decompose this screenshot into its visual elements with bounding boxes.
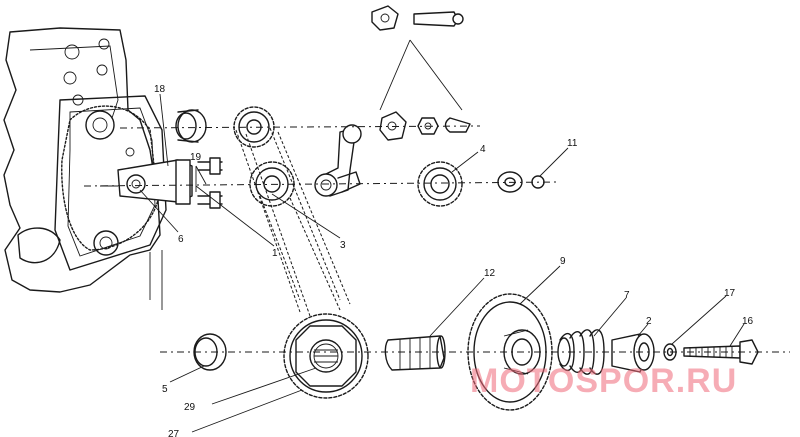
cotter-pin	[444, 117, 471, 133]
top-cam-plate	[371, 5, 399, 31]
tensioner-arm	[100, 159, 193, 205]
callout-labels: 18 19 6 1 3 4 11 12 9 7 2 17 16 5 29 27	[154, 84, 754, 437]
callout-16: 16	[742, 316, 754, 327]
callout-9: 9	[560, 256, 566, 267]
watermark-brand: MOTOSPOR.RU	[470, 362, 737, 400]
callout-1: 1	[272, 248, 278, 259]
large-gear-9	[467, 293, 553, 411]
top-pin	[413, 11, 464, 27]
callout-6: 6	[178, 234, 184, 245]
large-gear-27	[283, 313, 369, 399]
upper-axis-line	[83, 181, 561, 187]
leader-lines	[139, 93, 745, 433]
leader-top-pair	[379, 39, 463, 111]
callout-19: 19	[190, 152, 202, 163]
spline-shaft-12	[384, 335, 446, 371]
callout-18: 18	[154, 84, 166, 95]
engine-case-housing	[3, 27, 167, 310]
callout-5: 5	[162, 384, 168, 395]
callout-2: 2	[646, 316, 652, 327]
callout-3: 3	[340, 240, 346, 251]
upper-bush	[175, 109, 207, 143]
callout-11: 11	[567, 138, 578, 149]
drive-chain	[235, 127, 351, 317]
callout-27: 27	[168, 429, 180, 437]
gear-4	[417, 161, 463, 207]
callout-17: 17	[724, 288, 736, 299]
callout-29: 29	[184, 402, 196, 413]
callout-7: 7	[624, 290, 630, 301]
bolts-19	[197, 157, 223, 209]
top-axis-line	[119, 125, 481, 129]
callout-12: 12	[484, 268, 496, 279]
shift-lever	[314, 124, 362, 197]
callout-4: 4	[480, 144, 486, 155]
